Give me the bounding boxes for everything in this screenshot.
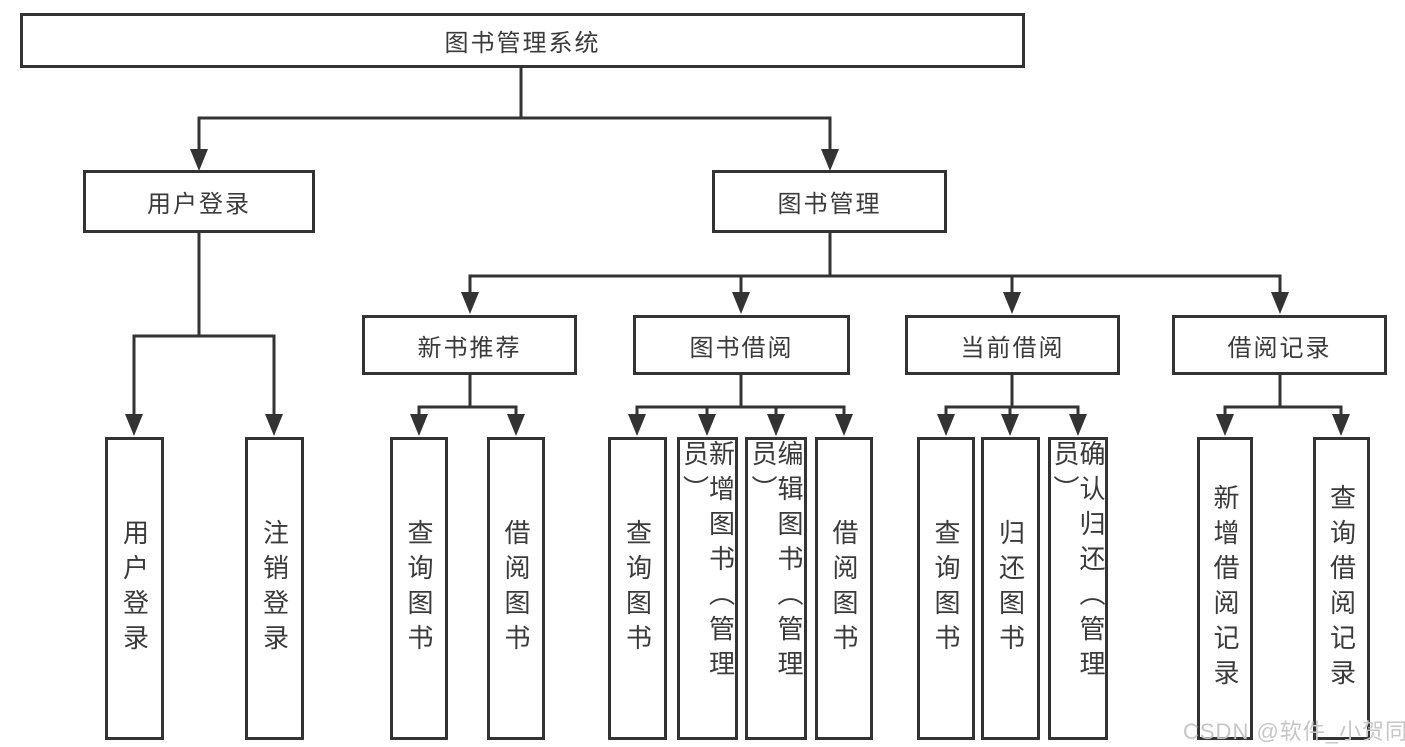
node-book-management: 图书管理 — [712, 170, 947, 233]
leaf-confirm-return-admin: 确认归还（管理员） — [1048, 437, 1108, 740]
leaf-user-login: 用户登录 — [105, 437, 164, 740]
leaf-borrow-book: 借阅图书 — [815, 437, 873, 740]
leaf-add-borrow-record-label: 新增借阅记录 — [1210, 483, 1240, 694]
leaf-borrow-book-recommend-label: 借阅图书 — [501, 518, 531, 659]
arrowhead-icons — [125, 149, 1350, 436]
leaf-query-book-borrow: 查询图书 — [608, 437, 667, 740]
node-new-book-recommend: 新书推荐 — [362, 315, 577, 375]
node-current-borrow-label: 当前借阅 — [960, 334, 1065, 362]
leaf-edit-book-admin-label: 编辑图书（管理员） — [748, 440, 804, 685]
leaf-add-book-admin: 新增图书（管理员） — [677, 437, 738, 740]
leaf-return-book-label: 归还图书 — [995, 518, 1026, 659]
leaf-query-borrow-record: 查询借阅记录 — [1313, 437, 1370, 740]
leaf-query-book-recommend-label: 查询图书 — [404, 518, 434, 659]
node-root: 图书管理系统 — [20, 13, 1025, 68]
leaf-logout: 注销登录 — [245, 437, 304, 740]
watermark-text: CSDN @软件_小贺同学 — [1183, 719, 1405, 744]
node-borrow-record-label: 借阅记录 — [1227, 334, 1332, 362]
leaf-query-book-borrow-label: 查询图书 — [622, 518, 653, 659]
node-current-borrow: 当前借阅 — [905, 315, 1120, 375]
node-borrow-record: 借阅记录 — [1172, 315, 1387, 375]
leaf-edit-book-admin: 编辑图书（管理员） — [745, 437, 807, 740]
node-root-label: 图书管理系统 — [444, 30, 601, 57]
leaf-query-borrow-record-label: 查询借阅记录 — [1326, 483, 1357, 694]
leaf-borrow-book-recommend: 借阅图书 — [487, 437, 545, 740]
leaf-user-login-label: 用户登录 — [119, 518, 150, 659]
node-user-login: 用户登录 — [83, 170, 315, 233]
leaf-confirm-return-admin-label: 确认归还（管理员） — [1050, 440, 1106, 685]
leaf-add-book-admin-label: 新增图书（管理员） — [679, 440, 736, 685]
leaf-return-book: 归还图书 — [981, 437, 1040, 740]
leaf-logout-label: 注销登录 — [259, 518, 290, 659]
node-book-borrow: 图书借阅 — [633, 315, 850, 375]
leaf-query-book-current: 查询图书 — [917, 437, 975, 740]
leaf-borrow-book-label: 借阅图书 — [829, 518, 859, 659]
leaf-query-book-current-label: 查询图书 — [931, 518, 961, 659]
leaf-add-borrow-record: 新增借阅记录 — [1197, 437, 1253, 740]
node-book-management-label: 图书管理 — [777, 191, 882, 218]
node-user-login-label: 用户登录 — [147, 191, 251, 218]
leaf-query-book-recommend: 查询图书 — [390, 437, 448, 740]
node-book-borrow-label: 图书借阅 — [689, 334, 794, 362]
node-new-book-recommend-label: 新书推荐 — [417, 334, 522, 362]
